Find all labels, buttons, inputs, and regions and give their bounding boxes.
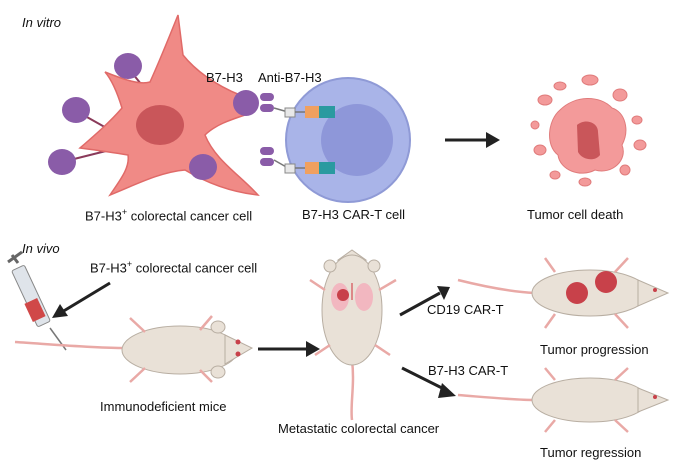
binder-label: Anti-B7-H3 bbox=[258, 70, 322, 85]
cart-cell-label: B7-H3 CAR-T cell bbox=[302, 207, 406, 222]
b7h3-ligand-icon bbox=[114, 53, 142, 79]
cancer-cell-label: B7-H3+ colorectal cancer cell bbox=[85, 207, 253, 224]
car-receptor-icon bbox=[260, 147, 335, 174]
b7h3-ligand-icon bbox=[189, 154, 217, 180]
metastatic-mouse-icon bbox=[309, 249, 397, 421]
metastatic-label: Metastatic colorectal cancer bbox=[278, 421, 440, 436]
b7h3-ligand-icon bbox=[233, 90, 259, 116]
in-vitro-title: In vitro bbox=[22, 15, 62, 30]
outcome-test-label: Tumor regression bbox=[540, 445, 642, 460]
antigen-label: B7-H3 bbox=[206, 70, 243, 85]
immunodeficient-mouse-icon bbox=[14, 315, 254, 383]
arrow-icon bbox=[401, 366, 456, 398]
treatment-test-label: B7-H3 CAR-T bbox=[428, 363, 509, 378]
arrow-icon bbox=[399, 286, 450, 317]
b7h3-ligand-icon bbox=[48, 149, 76, 175]
colorectal-cancer-cell bbox=[69, 14, 260, 197]
arrow-icon bbox=[445, 132, 500, 148]
injection-label: B7-H3+ colorectal cancer cell bbox=[90, 259, 258, 276]
syringe-icon bbox=[7, 250, 67, 351]
in-vivo-title: In vivo bbox=[22, 241, 60, 256]
b7h3-ligand-icon bbox=[62, 97, 90, 123]
mouse-label: Immunodeficient mice bbox=[100, 399, 227, 414]
arrow-icon bbox=[258, 341, 320, 357]
outcome-label: Tumor cell death bbox=[527, 207, 624, 222]
tumor-cell-death-icon bbox=[530, 74, 647, 187]
car-t-cell bbox=[285, 77, 411, 203]
car-receptor-icon bbox=[260, 93, 335, 118]
tumor-progression-mouse-icon bbox=[457, 257, 670, 329]
outcome-control-label: Tumor progression bbox=[540, 342, 649, 357]
arrow-icon bbox=[52, 281, 111, 318]
treatment-control-label: CD19 CAR-T bbox=[427, 302, 504, 317]
tumor-regression-mouse-icon bbox=[457, 367, 670, 433]
